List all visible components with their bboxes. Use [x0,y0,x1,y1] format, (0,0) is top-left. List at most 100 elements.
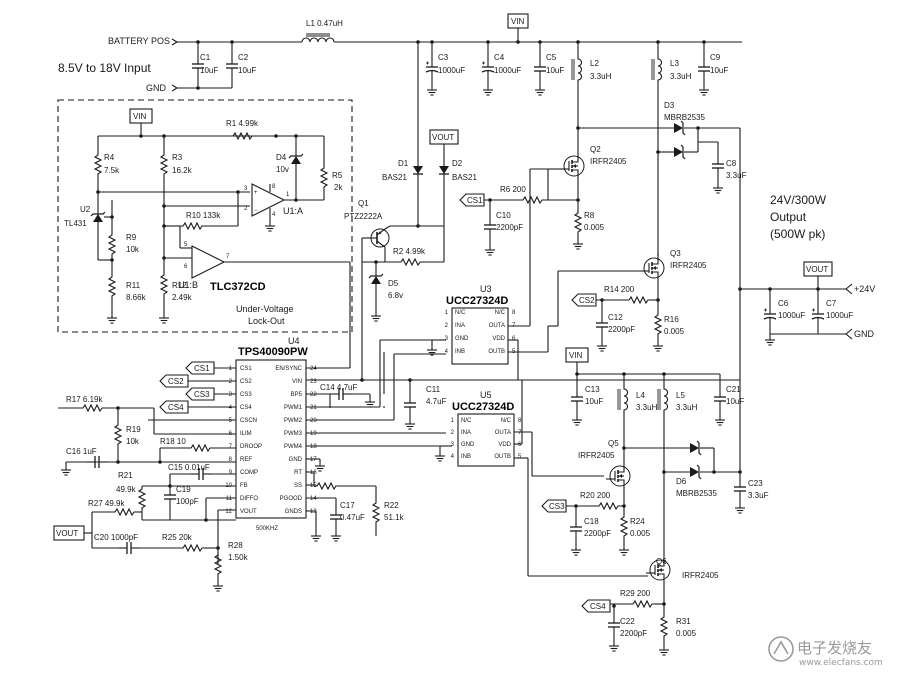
q2-mosfet [559,151,585,181]
q3-mosfet [639,253,665,283]
u4-pin-20: 20 [310,418,317,424]
svg-text:R21: R21 [118,471,133,480]
svg-text:C9: C9 [710,53,721,62]
svg-text:24V/300W: 24V/300W [770,193,827,207]
svg-text:10uF: 10uF [585,397,603,406]
u4-pin-name: PGOOD [280,496,303,502]
c3-capacitor [425,57,439,81]
svg-text:C20 1000pF: C20 1000pF [94,533,138,542]
l3-inductor [651,55,663,84]
svg-text:CS3: CS3 [194,390,210,399]
output-section: 24V/300W Output (500W pk) VOUT +24V C6 1… [738,193,875,346]
svg-text:1000uF: 1000uF [438,66,465,75]
input-section: BATTERY POS GND 8.5V to 18V Input C1 10u… [58,13,742,256]
svg-text:R24: R24 [630,517,645,526]
c23-capacitor [733,477,747,501]
svg-text:3.3uF: 3.3uF [748,491,769,500]
svg-text:Q3: Q3 [670,249,681,258]
r3-resistor [160,151,168,178]
r5-resistor [320,164,328,191]
c2-capacitor [225,54,239,78]
u4-pin-18: 18 [310,444,317,450]
svg-text:3.3uH: 3.3uH [670,72,692,81]
u3-pin-4: 4 [445,349,449,355]
svg-text:U1:B: U1:B [178,280,198,290]
svg-text:Under-Voltage: Under-Voltage [236,304,294,314]
r10-resistor [179,222,206,230]
c19-capacitor [163,485,177,509]
svg-text:BAS21: BAS21 [452,173,477,182]
u4-pin-name: VOUT [240,509,257,515]
u5-pin-name: OUTA [495,430,511,436]
svg-text:Output: Output [770,210,807,224]
q1-transistor [366,228,390,248]
uvlo-section: Under-Voltage Lock-Out VIN R4 7.5k U2 TL… [57,99,353,368]
svg-text:VOUT: VOUT [56,529,78,538]
u4-pin-21: 21 [310,405,317,411]
u4-pin-3: 3 [229,392,233,398]
svg-text:CS3: CS3 [549,502,565,511]
svg-text:D5: D5 [388,279,399,288]
svg-text:CS1: CS1 [194,364,210,373]
svg-text:0.005: 0.005 [664,327,685,336]
svg-text:C18: C18 [584,517,599,526]
u4-pin-13: 13 [310,509,317,515]
svg-text:2200pF: 2200pF [608,325,635,334]
svg-text:6: 6 [184,264,188,270]
svg-text:2k: 2k [334,183,343,192]
l5-inductor [657,385,669,414]
u4-pin-1: 1 [229,366,233,372]
gnd-connector [171,84,179,92]
r29-resistor [629,600,656,608]
svg-text:C7: C7 [826,299,837,308]
c8-capacitor [711,154,725,178]
svg-text:C13: C13 [585,385,600,394]
svg-text:C11: C11 [426,385,441,394]
svg-text:R29 200: R29 200 [620,589,651,598]
u3-pin-name: INA [455,323,465,329]
u4-pin-4: 4 [229,405,233,411]
u4-pin-22: 22 [310,392,317,398]
svg-text:GND: GND [854,329,875,339]
c12-capacitor [595,313,609,337]
svg-text:CS2: CS2 [168,377,184,386]
svg-text:0.005: 0.005 [676,629,697,638]
u4-pin-name: PWM3 [284,431,303,437]
svg-text:R19: R19 [126,425,141,434]
watermark: 电子发烧友 www.elecfans.com [768,636,883,668]
u4-pin-name: CS1 [240,366,252,372]
d2-diode [438,165,450,175]
svg-text:PTZ2222A: PTZ2222A [344,212,383,221]
u4-pin-name: VIN [292,379,302,385]
svg-text:Q6: Q6 [656,557,667,566]
svg-text:(500W pk): (500W pk) [770,227,825,241]
u5-pin-name: INB [461,454,471,460]
u5-pin-name: N/C [461,418,472,424]
d4-zener [288,153,304,165]
u4-pin-9: 9 [229,470,233,476]
r22-resistor [372,499,380,526]
svg-text:C10: C10 [496,211,511,220]
bias-section: D1 BAS21 VOUT D2 BAS21 Q1 PTZ2222A R2 4.… [344,40,477,380]
svg-text:TL431: TL431 [64,219,87,228]
u4-body [235,359,307,519]
r21-resistor [138,485,146,512]
svg-text:16.2k: 16.2k [172,166,193,175]
u4-pin-2: 2 [229,379,233,385]
svg-text:R3: R3 [172,153,183,162]
cs1-flag-q2 [459,193,485,207]
svg-text:U1:A: U1:A [283,206,303,216]
svg-text:IRFR2405: IRFR2405 [578,451,615,460]
svg-text:2: 2 [244,206,248,212]
svg-text:Q1: Q1 [358,199,369,208]
svg-text:8.66k: 8.66k [126,293,147,302]
svg-text:+24V: +24V [854,284,875,294]
svg-text:5: 5 [184,242,188,248]
svg-text:0.005: 0.005 [630,529,651,538]
svg-text:Q5: Q5 [608,439,619,448]
u4-pin-name: GNDS [285,509,302,515]
u3-pin-name: OUTB [488,349,505,355]
u4-pin-23: 23 [310,379,317,385]
svg-text:D3: D3 [664,101,675,110]
svg-text:C1: C1 [200,53,211,62]
